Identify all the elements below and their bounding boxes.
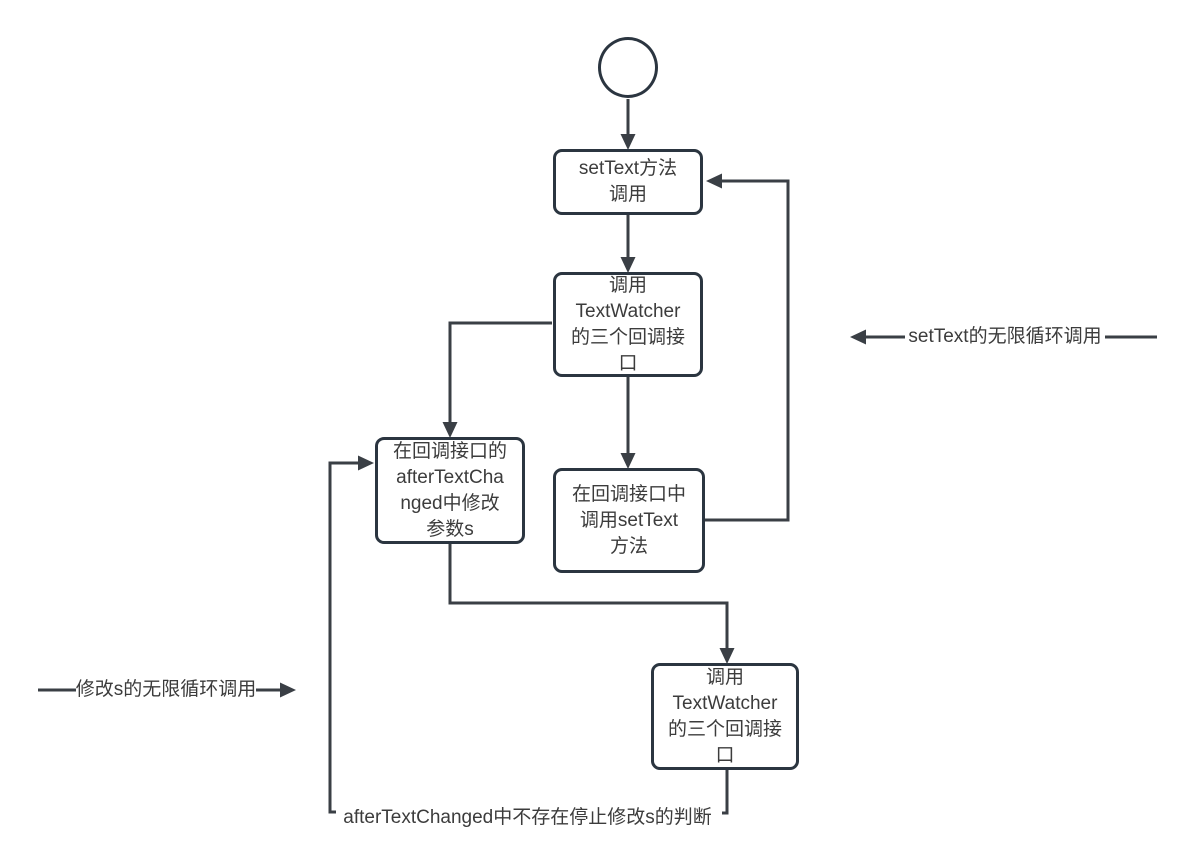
node-aftertextchanged-modify: 在回调接口的 afterTextCha nged中修改 参数s xyxy=(375,437,525,544)
annotation-settext-infinite-loop: setText的无限循环调用 xyxy=(908,326,1102,347)
start-node xyxy=(598,37,658,98)
node-textwatcher-callbacks-2: 调用 TextWatcher 的三个回调接 口 xyxy=(651,663,799,770)
edge-aftertextchanged-to-textwatcher2 xyxy=(448,543,735,664)
edge-textwatcher-to-callsettext xyxy=(620,377,636,469)
annotation-modify-s-infinite-loop: 修改s的无限循环调用 xyxy=(75,679,257,700)
annotation-arrow-settext-loop xyxy=(850,329,1157,345)
edge-start-to-settext xyxy=(620,99,636,150)
edge-textwatcher-to-aftertextchanged xyxy=(442,321,552,438)
node-call-settext-in-callback: 在回调接口中 调用setText 方法 xyxy=(553,468,705,573)
edge-bottom-label-to-aftertextchanged xyxy=(328,455,374,814)
node-textwatcher-callbacks: 调用 TextWatcher 的三个回调接 口 xyxy=(553,272,703,377)
annotation-arrow-modify-s-loop xyxy=(38,682,296,698)
edge-settext-to-textwatcher xyxy=(620,215,636,273)
edge-textwatcher2-to-bottom-label xyxy=(722,769,729,815)
node-settext-call: setText方法 调用 xyxy=(553,149,703,215)
edge-loop-callsettext-to-settext xyxy=(704,173,790,522)
annotation-no-stop-condition: afterTextChanged中不存在停止修改s的判断 xyxy=(343,807,712,828)
